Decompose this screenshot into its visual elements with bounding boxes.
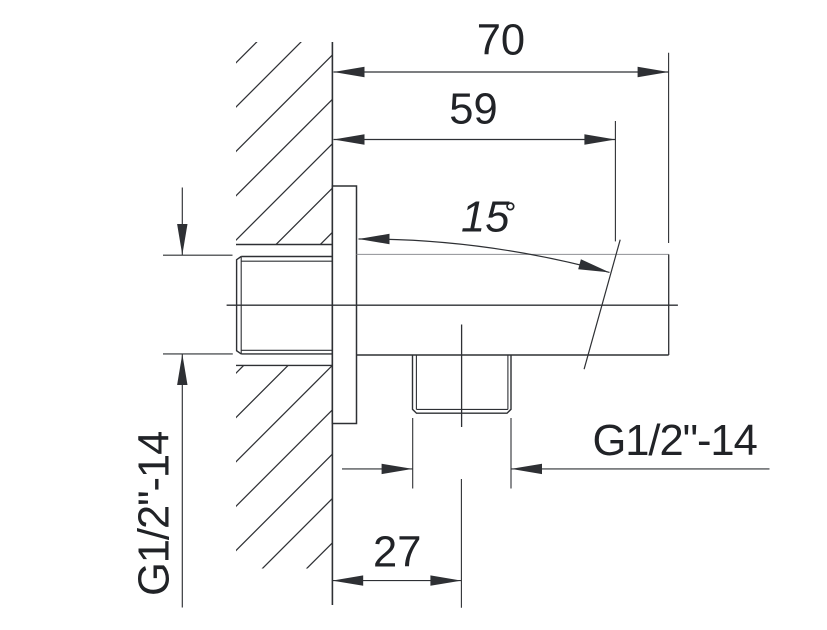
svg-text:70: 70	[477, 17, 525, 65]
svg-text:G1/2"-14: G1/2"-14	[131, 432, 179, 596]
svg-text:G1/2"-14: G1/2"-14	[593, 417, 757, 465]
svg-text:27: 27	[373, 528, 421, 576]
svg-text:15: 15	[461, 194, 510, 242]
svg-text:59: 59	[449, 86, 497, 134]
